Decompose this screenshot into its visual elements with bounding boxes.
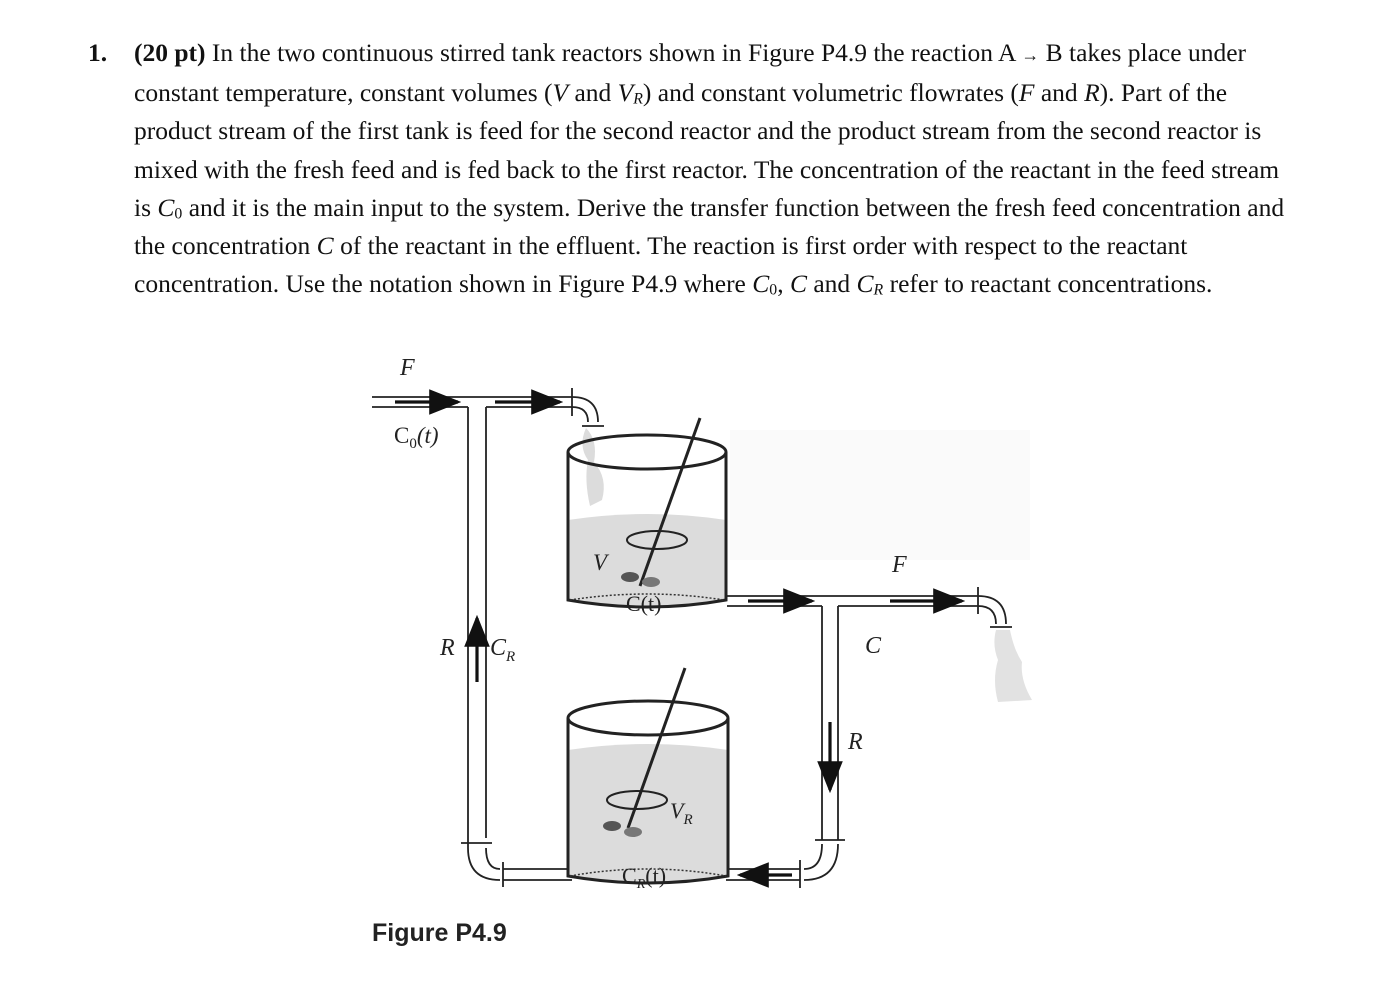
label-outlet-flow: F	[891, 552, 907, 578]
label-tank2-conc: CR(t)	[622, 863, 666, 892]
var-c: C	[789, 269, 807, 299]
figure-labels: F C0(t) R CR V C(t) F C R VR CR(t) Figur…	[372, 355, 907, 947]
downcomer-elbow	[803, 843, 839, 881]
var-f: F	[1018, 78, 1035, 108]
label-outlet-conc: C	[865, 633, 882, 659]
tank-2-liquid	[568, 744, 728, 883]
label-feed-flow: F	[399, 355, 415, 381]
var-cr-sub: R	[873, 281, 884, 299]
var-r: R	[1084, 78, 1100, 108]
problem-text: and	[806, 269, 857, 299]
inflow-stream	[582, 428, 604, 506]
problem-statement: 1. (20 pt) In the two continuous stirred…	[88, 34, 1288, 303]
rotation-icon	[626, 530, 688, 550]
label-tank1-conc: C(t)	[626, 591, 661, 616]
tank-1-bottom-dots	[569, 593, 725, 601]
impeller-icon	[621, 572, 639, 582]
tank-2	[566, 667, 730, 885]
reaction-arrow: →	[1021, 45, 1040, 65]
var-v: V	[552, 78, 569, 108]
label-tank2-volume: VR	[670, 798, 693, 828]
rotation-icon	[606, 790, 668, 810]
tank-1-body	[566, 452, 728, 609]
problem-text: ,	[777, 269, 790, 299]
flow-arrows	[395, 389, 966, 888]
problem-body: (20 pt) In the two continuous stirred ta…	[134, 34, 1288, 303]
stirrer-shaft	[626, 667, 687, 829]
problem-text: and	[1034, 78, 1085, 108]
problem-text: ) and constant volumetric flowrates (	[642, 78, 1019, 108]
tank-1	[566, 417, 728, 609]
outflow-stream	[994, 630, 1032, 702]
tank-2-rim	[566, 699, 730, 737]
var-c0-sub: 0	[174, 205, 183, 223]
problem-points: (20 pt)	[134, 38, 206, 67]
tank-1-rim	[566, 433, 728, 471]
label-recycle-conc: CR	[490, 635, 515, 665]
var-vr: V	[617, 78, 634, 108]
var-cr: C	[856, 269, 874, 299]
problem-number: 1.	[88, 38, 108, 67]
outlet-elbow	[977, 595, 1007, 625]
impeller-icon	[642, 577, 660, 587]
label-tank1-volume: V	[593, 550, 610, 575]
figure-caption: Figure P4.9	[372, 919, 507, 947]
problem-text: ). Part of the product stream of the fir…	[134, 78, 1280, 222]
var-c0-sub: 0	[769, 281, 778, 299]
tank-2-body	[566, 718, 730, 885]
background-shading	[730, 430, 1030, 560]
label-feed-conc: C0(t)	[394, 423, 439, 452]
stirrer-shaft	[638, 417, 702, 587]
var-c: C	[316, 231, 334, 261]
problem-text: refer to reactant concentrations.	[883, 269, 1213, 299]
feed-elbow	[571, 396, 599, 423]
problem-text: of the reactant in the effluent. The rea…	[134, 231, 1188, 299]
problem-text: In the two continuous stirred tank react…	[205, 38, 1022, 67]
var-c0: C	[752, 269, 770, 299]
problem-text: and it is the main input to the system. …	[134, 192, 1285, 261]
feed-elbow	[571, 406, 589, 423]
var-vr-sub: R	[633, 90, 643, 108]
recycle-elbow	[485, 847, 501, 870]
impeller-icon	[603, 821, 621, 831]
impeller-icon	[624, 827, 642, 837]
recycle-elbow	[467, 847, 501, 881]
problem-text: B takes place under constant temperature…	[134, 38, 1247, 108]
outlet-elbow	[977, 605, 997, 625]
label-downcomer-flow: R	[847, 729, 863, 755]
var-c0: C	[157, 192, 175, 222]
downcomer-elbow	[803, 843, 823, 870]
problem-text: and	[568, 78, 618, 108]
label-recycle-flow: R	[439, 635, 455, 661]
